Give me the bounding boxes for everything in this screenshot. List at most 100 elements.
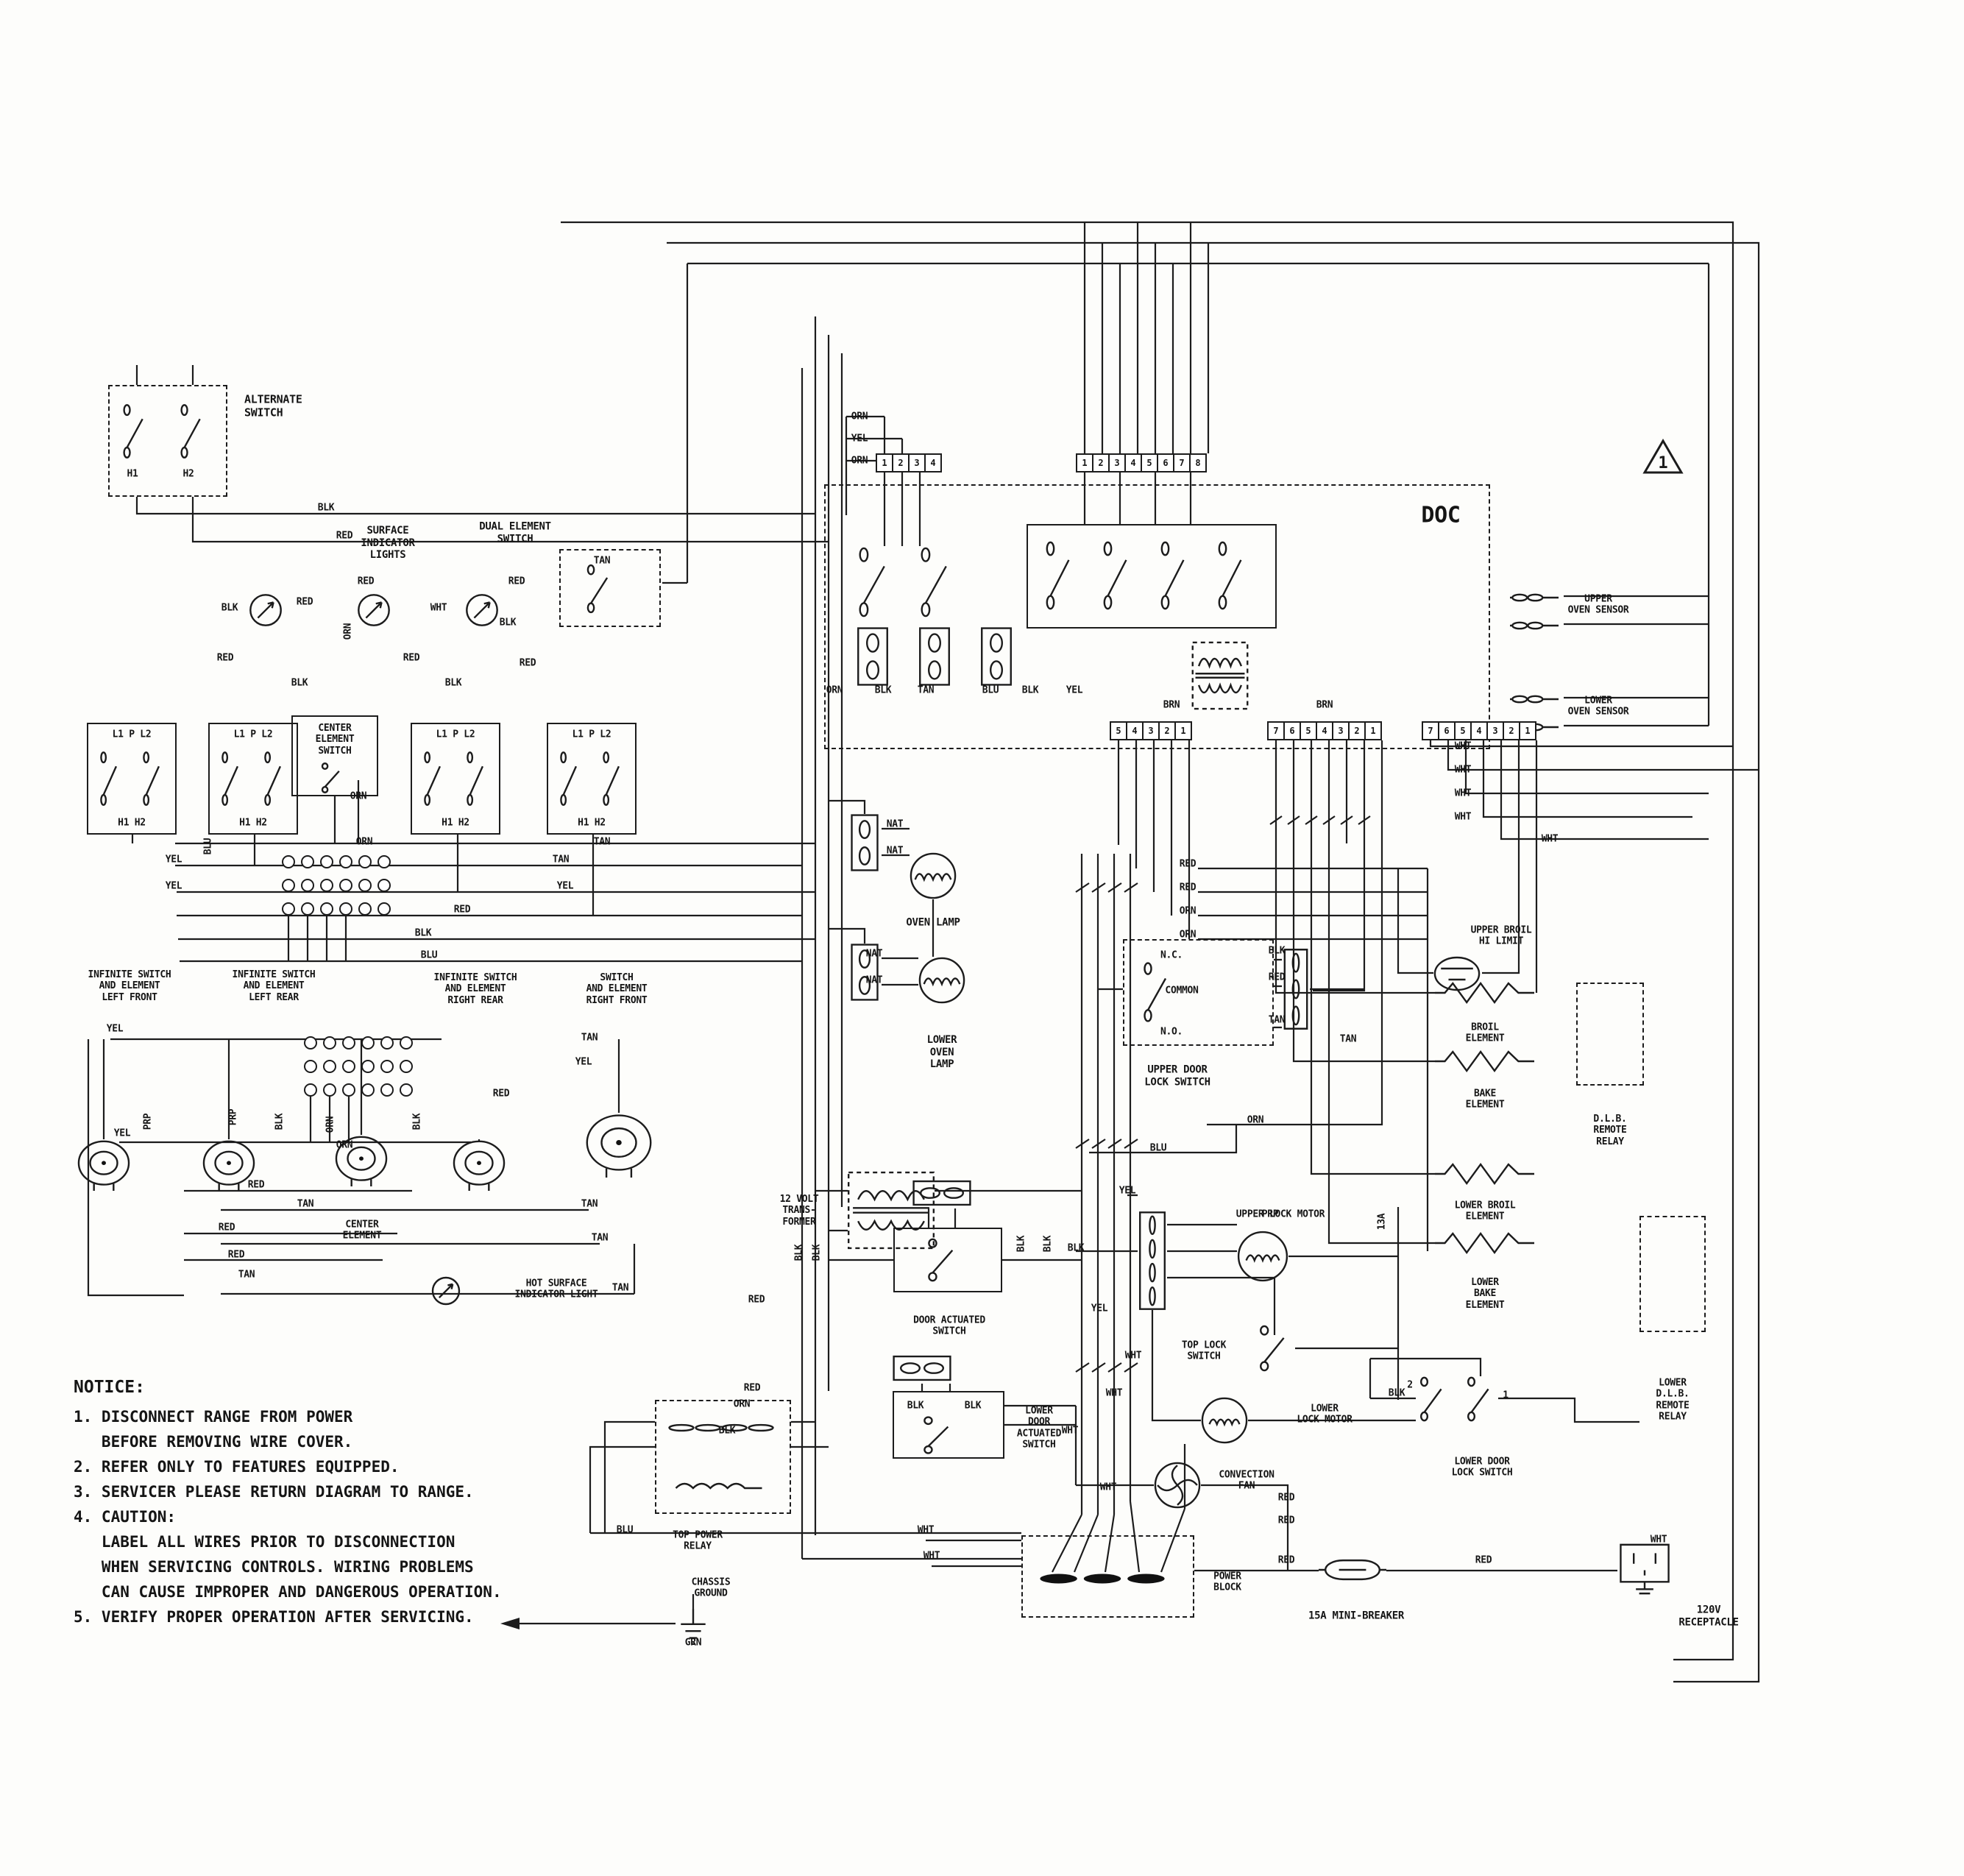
wire-run [135,263,1021,1560]
upper-lock-motor [1237,1231,1288,1282]
terminal-block-upper-terminal [301,902,314,916]
pin: 7 [1422,721,1439,740]
wire-label-nc: N.C. [1160,949,1183,961]
wire-label-no: N.O. [1160,1026,1183,1038]
doc-relay-contact-2 [915,546,958,618]
surface-switch-box-4-contact-left [557,751,584,807]
pin: 4 [1316,721,1333,740]
wire-label-blk: BLK [414,927,432,939]
pin: 4 [1124,453,1142,472]
top-lock-switch [1255,1325,1295,1372]
chassis-ground [677,1609,709,1647]
bake-element [1435,1049,1534,1074]
wire-label-tan: TAN [593,555,611,567]
element-left-rear [202,1139,256,1191]
wire-label-orn: ORN [733,1398,751,1410]
pin: 3 [908,453,926,472]
wire-label-wht: WHT [1061,1425,1079,1437]
element-right-rear [452,1139,506,1191]
terminal-block-upper-terminal [358,902,372,916]
surface-switch-box-2-contact-left [219,751,245,807]
terminal-block-upper-terminal [282,902,295,916]
wire-label-grn: GRN [684,1637,702,1649]
broil-element [1435,980,1534,1005]
wire-label-wht: WHT [1541,833,1559,845]
doc-box [824,484,1490,749]
wire-label-h1: H1 [127,468,138,480]
top-power-relay-pins [666,1415,776,1441]
pin: 5 [1300,721,1317,740]
wire-label-yel: YEL [106,1023,124,1035]
wire-run [1076,1125,1400,1422]
wire-label-orn: ORN [1179,905,1197,917]
wire-label-red: RED [218,1222,235,1233]
center-element-switch-box [291,715,378,796]
wire-label-blk: BLK [221,602,238,614]
surface-switch-box-1-bottom-terminals: H1 H2 [118,817,146,829]
surface-switch-box-1 [87,723,177,835]
lower-door-actuated-switch-box [893,1391,1004,1459]
wire-label-wht: WHT [430,602,447,614]
terminal-block-lower-terminal [323,1060,336,1073]
wire-label-red: RED [519,657,536,669]
notice-line: 3. SERVICER PLEASE RETURN DIAGRAM TO RAN… [74,1483,474,1501]
doc-relay-contact-1 [854,546,896,618]
wire-label-red: RED [743,1382,761,1394]
wire-label-brn: BRN [1163,699,1180,711]
wire-label-wht: WHT [1124,1350,1142,1362]
pin: 1 [1364,721,1382,740]
wire-label-tan: TAN [1268,1014,1286,1026]
warning-triangle: 1 [1642,439,1684,478]
terminal-block-upper-terminal [320,902,333,916]
wire-label-red: RED [453,904,471,916]
wire-run [287,916,350,1142]
lower-oven-lamp [918,957,965,1004]
wire-label-red: RED [492,1088,510,1100]
wire-label-red: RED [296,596,313,608]
upper-door-lock-switch-box [1123,939,1274,1046]
wire-label-blu: BLU [616,1524,634,1536]
lower-oven-sensor-plug-1 [1510,689,1559,709]
wire-label-tan: TAN [238,1269,255,1281]
door-actuated-connector [912,1178,971,1208]
wire-label-tan: TAN [591,1232,609,1244]
doc-contact-3 [1156,540,1194,611]
wire-label-yel: YEL [556,880,574,892]
terminal-block-upper-terminal [301,879,314,892]
wire-label-brn: BRN [1316,699,1333,711]
alternate-switch-contact-left [119,403,152,459]
surface-switch-box-2-bottom-terminals: H1 H2 [239,817,267,829]
wire-label-blk: BLK [718,1425,736,1437]
terminal-block-upper-terminal [282,879,295,892]
mini-breaker [1319,1553,1386,1587]
wire-label-wht: WHT [1099,1482,1117,1493]
wire-label-wht: WHT [1105,1387,1123,1399]
wire-label-13a: 13A [1376,1213,1388,1231]
terminal-block-lower-terminal [304,1060,317,1073]
pin: 5 [1454,721,1472,740]
pin: 2 [1092,453,1110,472]
wire-run [921,1384,1076,1426]
upper-lock-connector [1138,1211,1167,1310]
surface-switch-box-4-top-terminals: L1 P L2 [572,729,611,740]
terminal-block-upper-terminal [377,879,391,892]
wire-run [815,1189,1082,1261]
lower-door-lock-switch-contact-1 [1416,1376,1451,1422]
surface-switch-box-1-contact-left [97,751,124,807]
notice-line: 5. VERIFY PROPER OPERATION AFTER SERVICI… [74,1608,474,1627]
terminal-block-lower-terminal [361,1036,375,1050]
wire-label-orn: ORN [350,790,367,802]
pin: 3 [1108,453,1126,472]
wire-run [829,799,935,986]
surface-indicator-light-3 [465,593,499,627]
power-block-box [1021,1535,1194,1618]
terminal-block-upper-terminal [320,855,333,868]
pin: 1 [1076,453,1093,472]
surface-switch-box-3-contact-right [464,751,490,807]
